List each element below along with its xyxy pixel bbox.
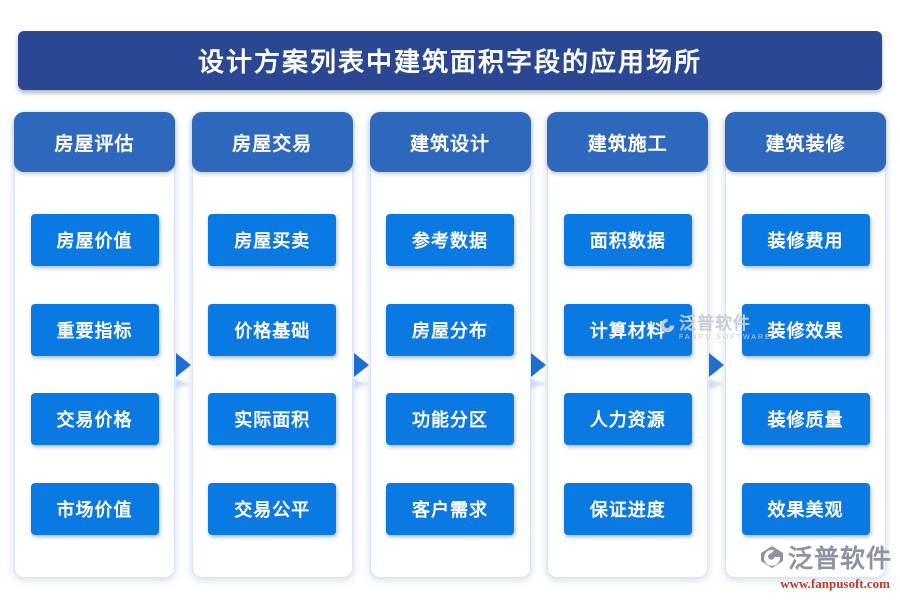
column-header: 房屋评估 — [14, 112, 175, 172]
node: 人力资源 — [563, 393, 692, 446]
column-body: 房屋买卖 价格基础 实际面积 交易公平 — [193, 172, 352, 577]
node: 市场价值 — [30, 483, 159, 536]
right-arrow-icon — [353, 353, 369, 377]
right-arrow-reflection — [353, 379, 369, 389]
column-body: 装修费用 装修效果 装修质量 效果美观 — [726, 172, 885, 577]
right-arrow-reflection — [175, 379, 191, 389]
brand-row: 泛普软件 — [760, 539, 892, 575]
right-arrow-reflection — [709, 379, 725, 389]
right-arrow-icon — [175, 353, 191, 377]
right-arrow-reflection — [531, 379, 547, 389]
fanpu-logo-icon — [760, 545, 784, 569]
right-arrow-icon — [531, 353, 547, 377]
brand-name: 泛普软件 — [787, 545, 892, 573]
node: 实际面积 — [208, 393, 337, 446]
node: 交易价格 — [30, 393, 159, 446]
column-header: 房屋交易 — [191, 112, 353, 172]
node: 保证进度 — [563, 483, 692, 536]
column-header: 建筑施工 — [547, 112, 709, 172]
column-house-evaluation: 房屋评估 房屋价值 重要指标 交易价格 市场价值 — [14, 112, 175, 578]
column-header: 建筑设计 — [369, 112, 531, 172]
column-header: 建筑装修 — [725, 112, 886, 172]
column-house-transaction: 房屋交易 房屋买卖 价格基础 实际面积 交易公平 — [191, 112, 353, 578]
node: 重要指标 — [30, 303, 159, 356]
column-building-construction: 建筑施工 面积数据 计算材料 人力资源 保证进度 — [547, 112, 709, 578]
node: 装修质量 — [741, 393, 870, 446]
node: 客户需求 — [386, 483, 514, 536]
node: 装修效果 — [741, 303, 870, 356]
node: 装修费用 — [741, 213, 870, 266]
column-building-decoration: 建筑装修 装修费用 装修效果 装修质量 效果美观 — [725, 112, 886, 578]
node: 价格基础 — [208, 303, 337, 356]
node: 房屋买卖 — [208, 213, 337, 266]
column-body: 房屋价值 重要指标 交易价格 市场价值 — [15, 172, 174, 577]
flow-arrow-slot — [175, 112, 191, 578]
node: 交易公平 — [208, 483, 337, 536]
flow-arrow-slot — [531, 112, 547, 578]
column-building-design: 建筑设计 参考数据 房屋分布 功能分区 客户需求 — [369, 112, 531, 578]
node: 计算材料 — [563, 303, 692, 356]
brand-url: www.fanpusoft.com — [780, 576, 890, 591]
flow-diagram: 房屋评估 房屋价值 重要指标 交易价格 市场价值 房屋交易 房屋买卖 价格基础 … — [14, 112, 886, 578]
diagram-title: 设计方案列表中建筑面积字段的应用场所 — [18, 31, 882, 90]
brand-logo: 泛普软件 www.fanpusoft.com — [760, 539, 892, 592]
node: 房屋分布 — [386, 303, 514, 356]
right-arrow-icon — [709, 353, 725, 377]
node: 参考数据 — [386, 213, 514, 266]
node: 面积数据 — [563, 213, 692, 266]
node: 效果美观 — [741, 483, 870, 536]
flow-arrow-slot — [709, 112, 725, 578]
column-body: 参考数据 房屋分布 功能分区 客户需求 — [371, 172, 530, 577]
column-body: 面积数据 计算材料 人力资源 保证进度 — [548, 172, 707, 577]
node: 功能分区 — [386, 393, 514, 446]
flow-arrow-slot — [353, 112, 369, 578]
node: 房屋价值 — [30, 213, 159, 266]
